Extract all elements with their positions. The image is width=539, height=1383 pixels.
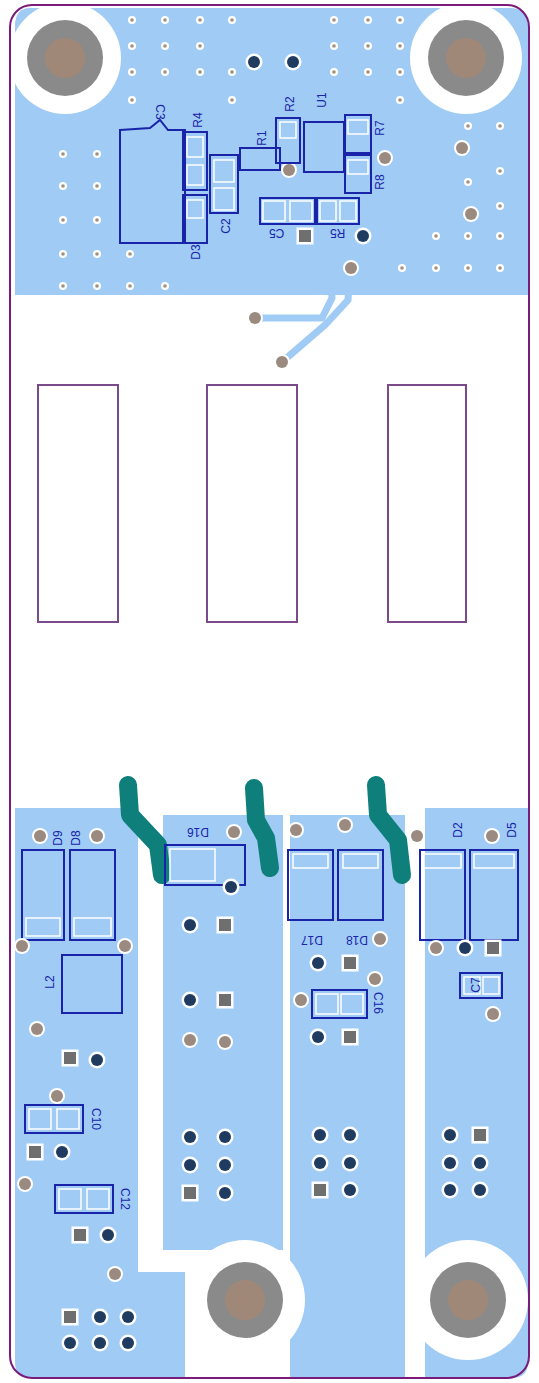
ref-designator: D17 xyxy=(301,934,323,946)
ref-designator: D3 xyxy=(190,244,202,259)
ref-designator: U1 xyxy=(316,92,328,107)
ref-designator: D18 xyxy=(346,934,368,946)
ref-designator: D8 xyxy=(70,830,82,845)
ref-designator: R8 xyxy=(374,174,386,189)
ref-designator: C2 xyxy=(220,218,232,233)
ref-designator: D9 xyxy=(52,830,64,845)
ref-designator: D2 xyxy=(452,822,464,837)
ref-designator: C3 xyxy=(154,104,166,119)
ref-designator: C5 xyxy=(269,227,284,239)
ref-designator: D5 xyxy=(506,822,518,837)
ref-designator: C10 xyxy=(90,1108,102,1130)
ref-designator: D16 xyxy=(187,826,209,838)
ref-designator: R4 xyxy=(192,112,204,127)
ref-designator: C16 xyxy=(372,992,384,1014)
ref-designator: R1 xyxy=(256,130,268,145)
ref-designator: C7 xyxy=(470,977,482,992)
ref-designator: R2 xyxy=(284,96,296,111)
ref-designator: R5 xyxy=(330,227,345,239)
ref-designator: L2 xyxy=(44,975,56,988)
ref-designator: C12 xyxy=(119,1188,131,1210)
ref-designator: R7 xyxy=(374,120,386,135)
